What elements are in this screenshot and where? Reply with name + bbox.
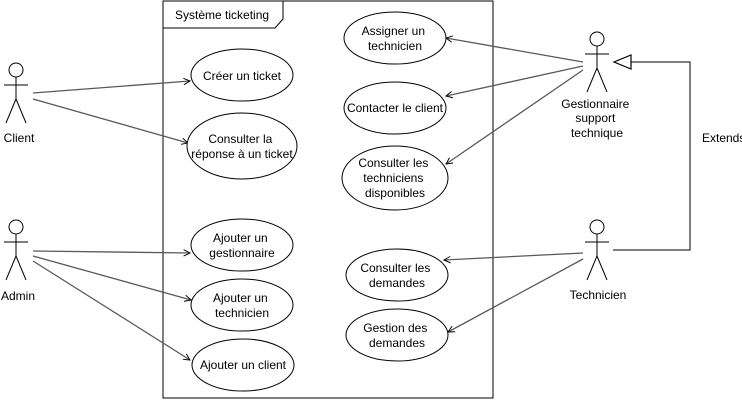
actor-gestionnaire-label-line: Gestionnaire [561, 97, 629, 111]
use-case-label-line: Consulter les [360, 261, 430, 275]
association-client-creer-ticket [32, 81, 190, 94]
use-case-label-line: demandes [369, 336, 425, 350]
actor-gestionnaire-label-line: technique [571, 126, 623, 140]
use-case-label: Consulter la réponse à un ticket [191, 132, 293, 161]
associations: Extends [32, 38, 742, 360]
system-boundary: Système ticketing [162, 0, 494, 399]
use-case-label-line: Consulter la [208, 132, 272, 146]
association-admin-ajouter-technicien [32, 255, 191, 300]
use-case-label: Créer un ticket [203, 69, 282, 83]
use-case-label-line: Gestion des [363, 321, 427, 335]
extends-label: Extends [702, 131, 742, 145]
association-technicien-consulter-demandes [444, 252, 584, 260]
use-case-label-line: Ajouter un [213, 231, 268, 245]
association-gestionnaire-contacter [446, 65, 584, 96]
use-case-consulter-reponse: Consulter la réponse à un ticket [186, 112, 298, 180]
use-case-label: Ajouter un technicien [213, 291, 271, 320]
extends-relation [612, 54, 691, 251]
actor-gestionnaire-label: Gestionnaire support technique [561, 97, 632, 140]
use-case-label: Contacter le client [347, 101, 444, 115]
actor-technicien-figure [585, 219, 609, 281]
use-case-label-line: gestionnaire [209, 246, 275, 260]
use-case-contacter-client: Contacter le client [343, 81, 447, 135]
use-case-assigner-technicien: Assigner un technicien [343, 11, 447, 65]
actor-technicien-label: Technicien [570, 288, 627, 302]
system-title: Système ticketing [175, 8, 269, 22]
actor-client-label: Client [4, 131, 35, 145]
use-case-label-line: disponibles [365, 186, 425, 200]
actor-client-figure [4, 62, 28, 124]
actor-technicien: Technicien [570, 219, 627, 302]
use-case-label: Assigner un technicien [362, 24, 429, 53]
use-case-ajouter-technicien: Ajouter un technicien [190, 278, 294, 332]
use-case-label: Gestion des demandes [363, 321, 430, 350]
association-gestionnaire-consulter-techniciens [446, 69, 584, 164]
use-case-label: Consulter les techniciens disponibles [358, 156, 431, 200]
use-case-label-line: Consulter les [358, 156, 428, 170]
association-technicien-gestion-demandes [448, 258, 584, 333]
use-case-label-line: technicien [215, 306, 269, 320]
use-case-consulter-techniciens: Consulter les techniciens disponibles [341, 145, 449, 211]
use-case-label-line: Ajouter un [213, 291, 268, 305]
use-case-label-line: Ajouter un client [200, 358, 287, 372]
use-case-ajouter-client: Ajouter un client [191, 338, 295, 392]
actor-admin-figure [4, 219, 28, 281]
association-admin-ajouter-gestionnaire [32, 251, 190, 253]
actor-client: Client [4, 62, 35, 145]
use-case-gestion-demandes: Gestion des demandes [345, 308, 449, 362]
actor-gestionnaire-label-line: support [575, 111, 616, 125]
use-case-label: Consulter les demandes [360, 261, 433, 290]
actor-gestionnaire: Gestionnaire support technique [561, 31, 632, 140]
use-case-creer-ticket: Créer un ticket [190, 48, 294, 102]
actor-admin: Admin [1, 219, 35, 303]
use-case-label-line: techniciens [363, 171, 423, 185]
actor-admin-label: Admin [1, 289, 35, 303]
use-case-label: Ajouter un client [200, 358, 287, 372]
use-case-label-line: Assigner un [362, 24, 425, 38]
use-case-label-line: demandes [369, 276, 425, 290]
use-case-ajouter-gestionnaire: Ajouter un gestionnaire [190, 218, 294, 272]
use-case-consulter-demandes: Consulter les demandes [345, 248, 449, 302]
use-case-label-line: technicien [368, 39, 422, 53]
actor-gestionnaire-figure [585, 31, 609, 93]
association-admin-ajouter-client [32, 260, 190, 360]
use-case-label-line: réponse à un ticket [191, 147, 293, 161]
association-client-consulter-reponse [32, 98, 188, 143]
use-case-label: Ajouter un gestionnaire [209, 231, 275, 260]
association-gestionnaire-assigner [446, 38, 584, 63]
use-case-label-line: Créer un ticket [203, 69, 282, 83]
use-case-label-line: Contacter le client [347, 101, 444, 115]
